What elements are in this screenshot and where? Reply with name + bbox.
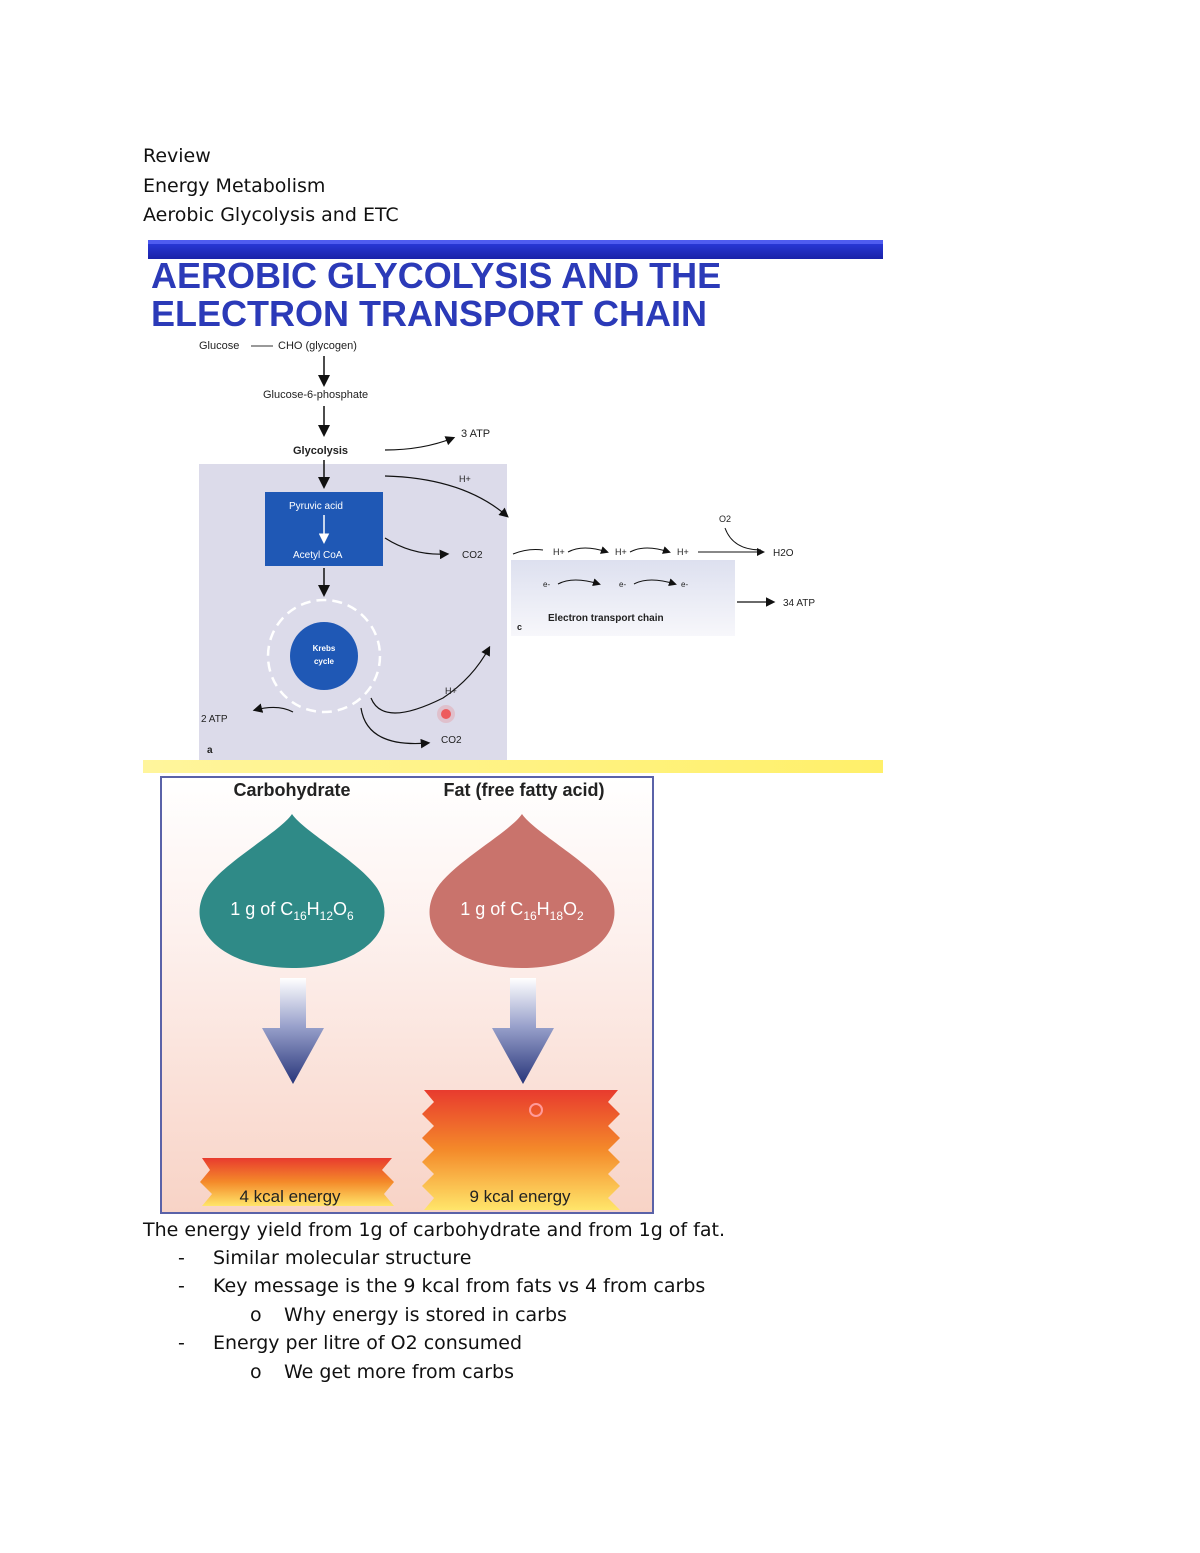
co2-top-label: CO2	[462, 550, 483, 561]
figure-title-line1: AEROBIC GLYCOLYSIS AND THE	[151, 255, 721, 296]
aerobic-glycolysis-diagram: AEROBIC GLYCOLYSIS AND THE ELECTRON TRAN…	[143, 240, 883, 773]
h2o-label: H2O	[773, 548, 794, 559]
sub-bullet-2: We get more from carbs	[284, 1361, 515, 1383]
h-chain-2: H+	[615, 547, 627, 557]
sub-bullet-marker-1: o	[250, 1304, 262, 1326]
hplus-top-label: H+	[459, 474, 471, 484]
doc-header-subtopic: Aerobic Glycolysis and ETC	[143, 204, 399, 226]
fat-energy-flame	[422, 1090, 620, 1210]
pointer-dot-2	[529, 1103, 543, 1117]
aerobic-glycolysis-figure: AEROBIC GLYCOLYSIS AND THE ELECTRON TRAN…	[143, 238, 883, 775]
krebs-cycle-ring	[266, 598, 382, 714]
e-chain-3: e-	[681, 580, 688, 589]
energy-yield-diagram: Carbohydrate Fat (free fatty acid) 1 g o…	[162, 778, 652, 1212]
acetyl-label: Acetyl CoA	[293, 550, 343, 561]
etc-label: Electron transport chain	[548, 613, 664, 624]
atp2-label: 2 ATP	[201, 714, 228, 725]
bullet-1: Similar molecular structure	[213, 1247, 472, 1269]
glucose-label: Glucose	[199, 340, 239, 352]
label-c: c	[517, 622, 522, 632]
fat-down-arrow	[492, 978, 554, 1084]
o2-label: O2	[719, 514, 731, 524]
h-chain-3: H+	[677, 547, 689, 557]
e-chain-1: e-	[543, 580, 550, 589]
krebs-label-1: Krebs	[313, 644, 336, 653]
carb-title: Carbohydrate	[233, 780, 350, 800]
bullet-dash-1: -	[178, 1247, 185, 1269]
cho-label: CHO (glycogen)	[278, 340, 357, 352]
bullet-dash-3: -	[178, 1332, 185, 1354]
doc-header-review: Review	[143, 145, 211, 167]
sub-bullet-marker-2: o	[250, 1361, 262, 1383]
atp34-label: 34 ATP	[783, 598, 815, 609]
g6p-label: Glucose-6-phosphate	[263, 389, 368, 401]
bullet-dash-2: -	[178, 1275, 185, 1297]
notes-intro: The energy yield from 1g of carbohydrate…	[143, 1219, 725, 1241]
glycolysis-label: Glycolysis	[293, 445, 348, 457]
fat-drop	[429, 814, 615, 968]
e-chain-2: e-	[619, 580, 626, 589]
energy-yield-figure: Carbohydrate Fat (free fatty acid) 1 g o…	[160, 776, 654, 1214]
bullet-3: Energy per litre of O2 consumed	[213, 1332, 523, 1354]
fat-title: Fat (free fatty acid)	[443, 780, 604, 800]
etc-box	[511, 560, 735, 636]
carb-drop	[199, 814, 385, 968]
top-blue-band	[148, 240, 883, 259]
figure-title-line2: ELECTRON TRANSPORT CHAIN	[151, 293, 707, 334]
doc-header-topic: Energy Metabolism	[143, 175, 326, 197]
sub-bullet-1: Why energy is stored in carbs	[284, 1304, 567, 1326]
krebs-label-2: cycle	[314, 657, 335, 666]
co2-bottom-label: CO2	[441, 735, 462, 746]
pointer-dot-1	[441, 709, 451, 719]
atp3-label: 3 ATP	[461, 428, 490, 440]
carb-down-arrow	[262, 978, 324, 1084]
h-chain-1: H+	[553, 547, 565, 557]
pyruvic-label: Pyruvic acid	[289, 501, 343, 512]
label-a: a	[207, 745, 213, 756]
bottom-yellow-band	[143, 760, 883, 773]
fat-formula: 1 g of C16H18O2	[460, 899, 584, 923]
krebs-cycle-core	[290, 622, 358, 690]
bullet-2: Key message is the 9 kcal from fats vs 4…	[213, 1275, 706, 1297]
carb-energy-flame	[200, 1158, 394, 1206]
hplus-bottom-label: H+	[445, 686, 457, 696]
carb-formula: 1 g of C16H12O6	[230, 899, 354, 923]
fat-energy-label: 9 kcal energy	[469, 1187, 571, 1206]
carb-energy-label: 4 kcal energy	[239, 1187, 341, 1206]
